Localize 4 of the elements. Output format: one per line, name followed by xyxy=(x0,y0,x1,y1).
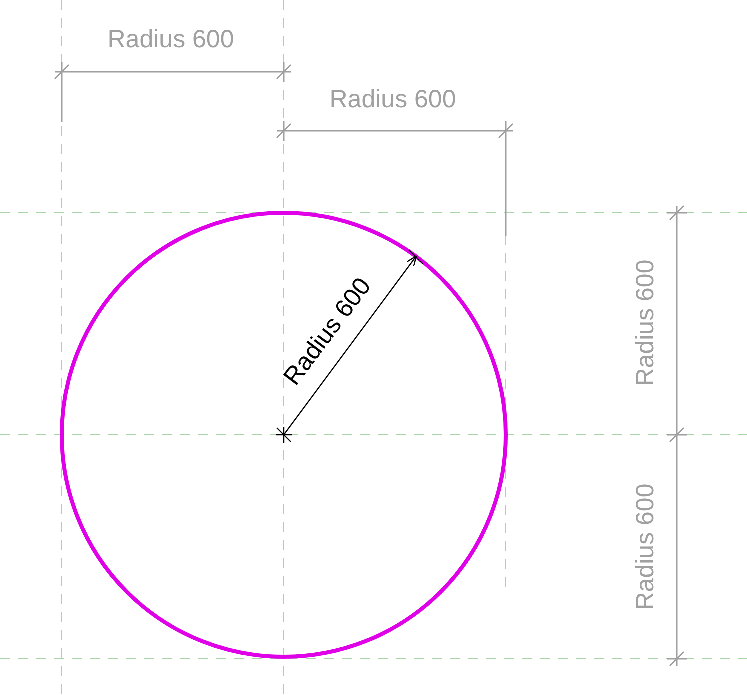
dimension-label: Radius 600 xyxy=(634,484,658,610)
dimension-label: Radius 600 xyxy=(634,260,658,386)
dimension-label: Radius 600 xyxy=(330,88,456,112)
dimension-label: Radius 600 xyxy=(108,28,234,52)
